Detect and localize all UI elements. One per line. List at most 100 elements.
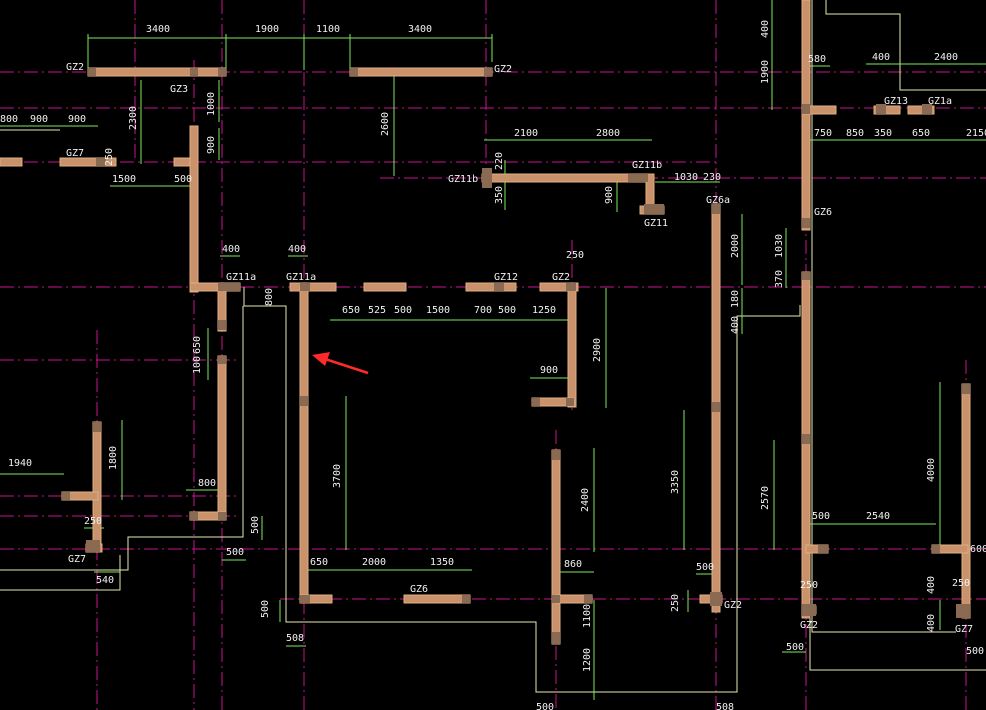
label-gz11b-a: GZ11b: [448, 174, 478, 185]
dim-text: 3400: [408, 24, 432, 35]
dim-text: 500: [966, 646, 984, 657]
label-gz2-tr: GZ2: [494, 64, 512, 75]
dim-text-v: 1800: [108, 446, 119, 470]
dim-text: 250: [952, 578, 970, 589]
dim-text: 2800: [596, 128, 620, 139]
dim-text: 900: [540, 365, 558, 376]
outline-top-right: [825, 0, 986, 91]
dim-text: 400: [872, 52, 890, 63]
outline-bottom-left: [0, 555, 121, 591]
dim-text-v: 1900: [760, 60, 771, 84]
structural-walls: [0, 0, 971, 645]
column: [802, 218, 810, 228]
column: [462, 595, 470, 603]
dim-text: 1500: [426, 305, 450, 316]
dim-text: 230: [703, 172, 721, 183]
column: [710, 592, 722, 606]
dim-text: 900: [68, 114, 86, 125]
dim-text: 1030: [674, 172, 698, 183]
wall-v-304: [299, 286, 309, 604]
component-labels: GZ2 GZ3 GZ2 GZ7 GZ11b GZ11b GZ11 GZ6a GZ…: [66, 62, 973, 635]
label-gz6a: GZ6a: [706, 195, 730, 206]
label-gz1a-r: GZ1a: [928, 96, 952, 107]
column: [552, 595, 560, 603]
dim-text-v: 400: [926, 576, 937, 594]
dim-text: 250: [84, 516, 102, 527]
column: [86, 540, 100, 552]
column: [584, 595, 592, 603]
dim-text: 540: [96, 575, 114, 586]
label-gz11b-b: GZ11b: [632, 160, 662, 171]
dim-text-v: 900: [206, 136, 217, 154]
label-gz7-bl: GZ7: [68, 554, 86, 565]
dim-text: 600: [970, 544, 986, 555]
dim-text-v: 2400: [580, 488, 591, 512]
label-gz13: GZ13: [884, 96, 908, 107]
dim-text: 250: [800, 580, 818, 591]
dimension-values: 3400 1900 1100 3400 1500 500 800 900 900…: [0, 24, 986, 710]
dim-text: 1250: [532, 305, 556, 316]
dim-text: 350: [874, 128, 892, 139]
dim-text: 508: [286, 633, 304, 644]
dim-text: 900: [30, 114, 48, 125]
column: [962, 384, 970, 394]
wall-gz1a: [907, 105, 935, 115]
dim-text-v: 4000: [926, 458, 937, 482]
dim-text: 250: [566, 250, 584, 261]
outline-right-corridor: [811, 287, 956, 633]
wall-top-middle: [349, 67, 493, 77]
dim-text: 650: [912, 128, 930, 139]
label-gz2-m: GZ2: [552, 272, 570, 283]
wall-top-left: [87, 67, 227, 77]
column: [628, 174, 648, 182]
wall-row287-2: [289, 282, 337, 292]
dim-text: 500: [394, 305, 412, 316]
column: [93, 422, 101, 432]
dim-text: 500: [812, 511, 830, 522]
column: [566, 398, 574, 406]
dim-text: 800: [198, 478, 216, 489]
label-gz11: GZ11: [644, 218, 668, 229]
column: [88, 68, 96, 76]
dim-text-v: 500: [260, 600, 271, 618]
dim-text: 850: [846, 128, 864, 139]
column: [802, 272, 810, 280]
wall-outlines: [0, 0, 986, 693]
dim-text-v: 650: [192, 336, 203, 354]
wall-row287-3: [363, 282, 407, 292]
dim-text-v: 400: [926, 614, 937, 632]
dim-text-v: 2900: [592, 338, 603, 362]
dim-text: 500: [498, 305, 516, 316]
dim-text: 500: [174, 174, 192, 185]
dim-text: 2540: [866, 511, 890, 522]
label-gz12: GZ12: [494, 272, 518, 283]
label-gz7-l: GZ7: [66, 148, 84, 159]
dimension-values-vertical: 2300 1000 900 250 2600 220 350 900 400 1…: [104, 20, 937, 672]
outline-corridor: [0, 306, 244, 571]
column: [552, 450, 560, 460]
dim-text: 2000: [362, 557, 386, 568]
label-gz6-r: GZ6: [814, 207, 832, 218]
dim-text-v: 2570: [760, 486, 771, 510]
label-gz11a-2: GZ11a: [286, 272, 316, 283]
dim-text: 500: [786, 642, 804, 653]
column: [482, 168, 492, 188]
column: [532, 398, 540, 406]
dim-text: 2400: [934, 52, 958, 63]
dim-text: 650: [342, 305, 360, 316]
dim-text: 500: [536, 702, 554, 710]
column: [922, 104, 932, 114]
dim-text: 2150: [966, 128, 986, 139]
label-gz11a-1: GZ11a: [226, 272, 256, 283]
dim-text: 800: [0, 114, 18, 125]
wall-v-222b: [217, 355, 227, 521]
column: [712, 402, 720, 412]
column: [644, 204, 664, 214]
wall-row287-4: [465, 282, 517, 292]
dim-text: 1350: [430, 557, 454, 568]
wall-left-2: [59, 157, 117, 167]
dim-text: 3400: [146, 24, 170, 35]
dim-text-v: 220: [494, 152, 505, 170]
